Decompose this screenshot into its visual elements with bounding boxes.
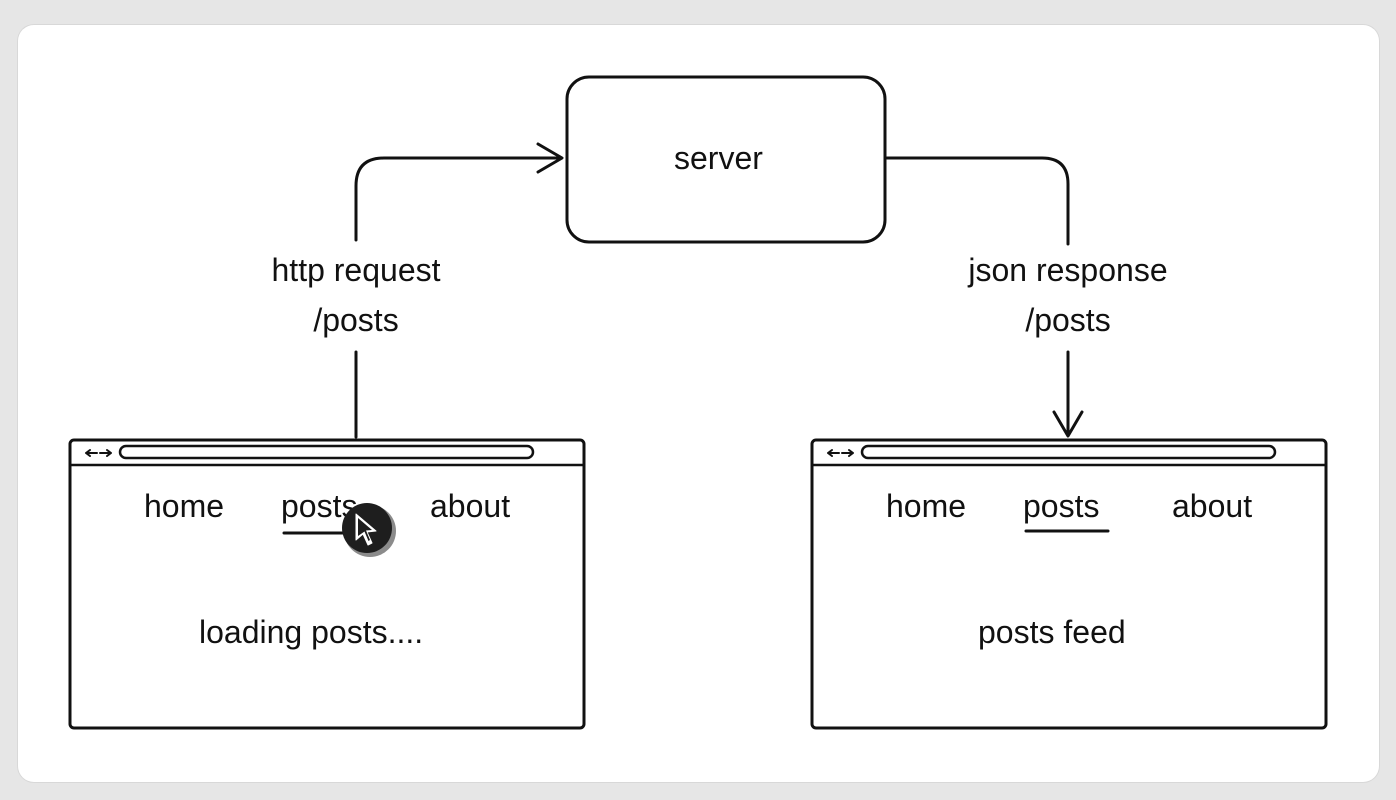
left-back-icon <box>85 449 98 457</box>
request-label-line2: /posts <box>313 302 399 338</box>
response-label-line2: /posts <box>1025 302 1111 338</box>
diagram-canvas <box>18 25 1379 782</box>
left-content-text: loading posts.... <box>199 614 424 650</box>
response-label: json response /posts <box>930 251 1206 339</box>
server-label: server <box>674 140 763 176</box>
left-nav-posts[interactable]: posts <box>281 488 358 524</box>
left-address-bar <box>118 444 535 460</box>
right-back-icon <box>827 449 840 457</box>
left-nav-home[interactable]: home <box>144 488 225 524</box>
response-arrow <box>885 156 1070 246</box>
request-label: http request /posts <box>226 251 486 339</box>
right-address-bar <box>860 444 1277 460</box>
response-arrowhead <box>1052 410 1084 438</box>
right-nav-about[interactable]: about <box>1172 488 1253 524</box>
left-forward-icon <box>99 449 112 457</box>
request-label-line1: http request <box>271 252 441 288</box>
right-forward-icon <box>841 449 854 457</box>
request-arrowhead <box>536 142 564 174</box>
request-arrow <box>354 156 562 242</box>
left-nav-about[interactable]: about <box>430 488 511 524</box>
right-content-text: posts feed <box>978 614 1126 650</box>
server-box <box>565 75 887 244</box>
response-label-line1: json response <box>968 252 1168 288</box>
left-browser-window <box>68 438 586 730</box>
right-nav-home[interactable]: home <box>886 488 967 524</box>
right-browser-window <box>810 438 1328 730</box>
right-nav-posts[interactable]: posts <box>1023 488 1100 524</box>
